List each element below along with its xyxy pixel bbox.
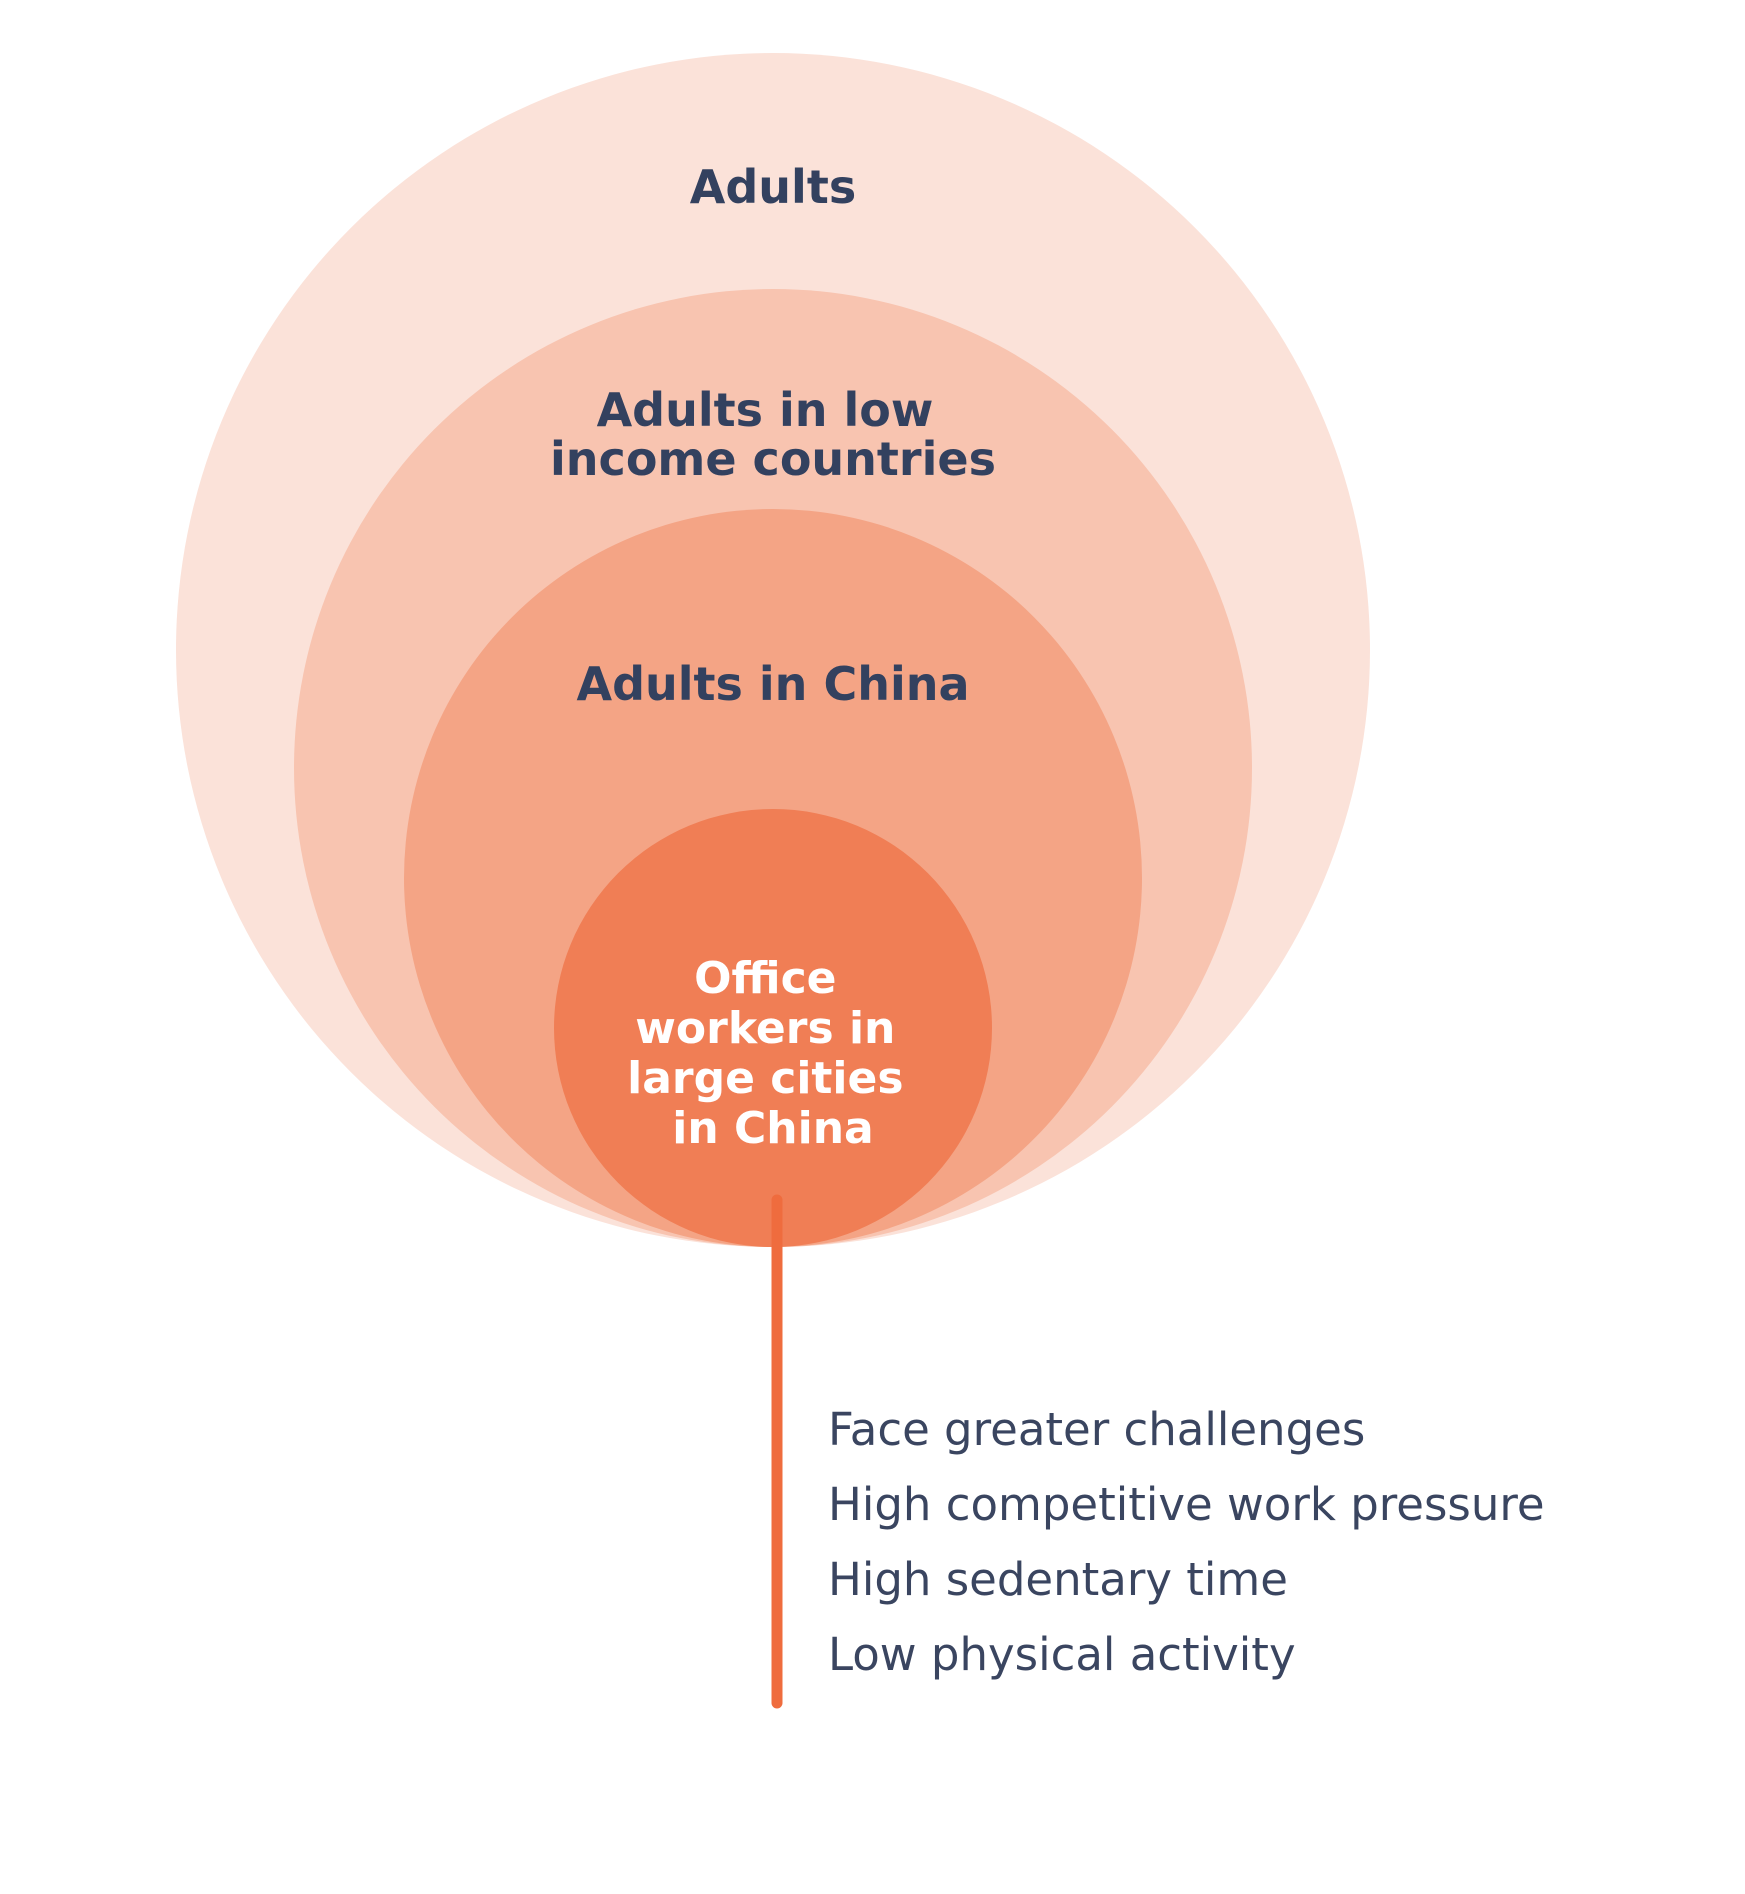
label-adults-in-china: Adults in China — [576, 657, 969, 711]
characteristic-item: High sedentary time — [828, 1553, 1288, 1606]
characteristic-item: Face greater challenges — [828, 1403, 1365, 1456]
characteristic-item: Low physical activity — [828, 1628, 1296, 1681]
label-adults-low-income-countries: Adults in low income countries — [550, 383, 996, 486]
label-adults: Adults — [690, 160, 856, 214]
characteristic-item: High competitive work pressure — [828, 1478, 1545, 1531]
ring-office-workers — [554, 809, 992, 1247]
label-office-workers: Office workers in large cities in China — [627, 953, 919, 1154]
